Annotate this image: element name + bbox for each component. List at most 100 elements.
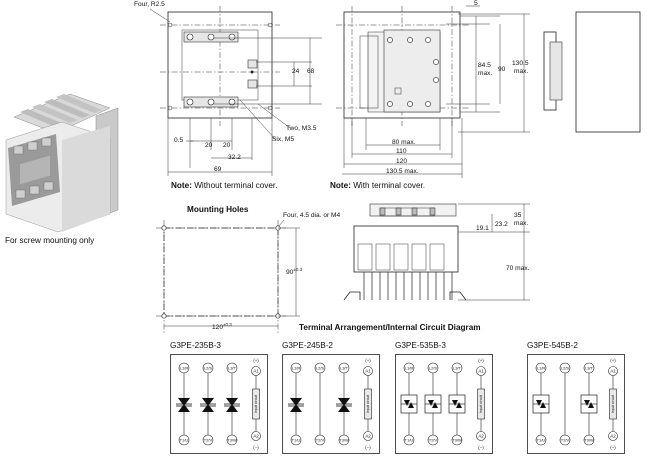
circuit-diagram-1: L1/RT1/UL2/ST2/VL3/TT3/W(+)A1A2(−)Input … (170, 354, 268, 454)
switch-element (580, 394, 598, 414)
dim-20-left: 20 (205, 142, 213, 149)
triac-down (202, 404, 214, 412)
terminal-bottom-label: T2/V (561, 438, 570, 443)
dim-110: 110 (396, 148, 407, 155)
switch-element (400, 394, 418, 414)
mounting-dim-120-tol: ±0.3 (223, 322, 232, 327)
terminal-bottom-label: T3/W (584, 438, 594, 443)
terminal-section-title: Terminal Arrangement/Internal Circuit Di… (299, 323, 481, 332)
triac-down (338, 404, 350, 412)
switch-element (448, 394, 466, 414)
circuit-diagram-4: L1/RT1/UL2/ST2/VL3/TT3/W(+)A1A2(−)Input … (527, 354, 625, 454)
input-circuit-box (364, 388, 372, 420)
terminal-top-label: L2/S (204, 366, 213, 371)
input-plus-label: (+) (478, 358, 484, 363)
terminal-bottom-label: T1/U (180, 438, 189, 443)
triac-down (290, 404, 302, 412)
dim-84-5: 84.5 (478, 62, 491, 69)
scr-b (588, 402, 594, 408)
input-circuit-box (477, 388, 485, 420)
dim-84-5-max: max. (478, 70, 493, 77)
dim-19-1: 19.1 (476, 225, 489, 232)
input-minus-label: (−) (253, 445, 259, 450)
note-label: Note: (330, 181, 351, 190)
input-plus-label: (+) (365, 358, 371, 363)
scr-b (408, 402, 414, 408)
dim-20-right: 20 (223, 142, 231, 149)
note-text: Without terminal cover. (191, 181, 278, 190)
terminal-bottom-label: T1/U (537, 438, 546, 443)
triac-down (226, 404, 238, 412)
dim-32-2: 32.2 (228, 154, 241, 161)
input-circuit-box (252, 388, 260, 420)
triac-up (202, 398, 214, 406)
scr-a (452, 400, 458, 406)
six-m5-label: Six, M5 (272, 136, 294, 143)
terminal-a1-label: A1 (610, 369, 616, 374)
cover-view-note: Note: With terminal cover. (330, 181, 425, 190)
product-caption: For screw mounting only (5, 236, 95, 245)
terminal-top-label: L3/T (453, 366, 462, 371)
mounting-dim-90: 90±0.3 (286, 267, 302, 276)
scr-a (536, 400, 542, 406)
terminal-top-label: L2/S (316, 366, 325, 371)
terminal-a2-label: A2 (610, 434, 616, 439)
triac-up (226, 398, 238, 406)
input-circuit-label: Input circuit (611, 395, 615, 413)
terminal-bottom-label: T3/W (227, 438, 237, 443)
dim-130-5-max: 130.5 max. (386, 168, 419, 175)
four-r25-label: Four, R2.5 (134, 1, 165, 8)
terminal-a1-label: A1 (365, 369, 371, 374)
terminal-a1-label: A1 (478, 369, 484, 374)
terminal-bottom-label: T2/V (316, 438, 325, 443)
terminal-top-label: L2/S (561, 366, 570, 371)
input-minus-label: (−) (478, 445, 484, 450)
scr-b (456, 402, 462, 408)
dim-24: 24 (292, 68, 300, 75)
dim-90: 90 (498, 66, 506, 73)
terminal-top-label: L1/R (180, 366, 189, 371)
scr-a (428, 400, 434, 406)
input-plus-label: (+) (610, 358, 616, 363)
dim-35: 35 (514, 212, 522, 219)
terminal-bottom-label: T3/W (452, 438, 462, 443)
mounting-holes-title: Mounting Holes (187, 205, 249, 214)
switch-element (224, 398, 240, 412)
dim-120: 120 (396, 158, 408, 165)
scr-a (404, 400, 410, 406)
circuit-diagram-3: L1/RT1/UL2/ST2/VL3/TT3/W(+)A1A2(−)Input … (395, 354, 493, 454)
mounting-dim-120-value: 120 (212, 324, 224, 332)
dim-130-5-vertical-max: max. (514, 68, 529, 75)
circuit-model-2: G3PE-245B-2 (282, 341, 333, 350)
note-text: With terminal cover. (350, 181, 426, 190)
triac-up (178, 398, 190, 406)
terminal-a1-label: A1 (253, 369, 259, 374)
dim-35-max: max. (514, 220, 529, 227)
dim-68: 68 (307, 68, 315, 75)
circuit-model-4: G3PE-545B-2 (527, 341, 578, 350)
dim-80-max: 80 max. (392, 139, 416, 146)
terminal-top-label: L2/S (429, 366, 438, 371)
terminal-a2-label: A2 (253, 434, 259, 439)
circuit-model-3: G3PE-535B-3 (395, 341, 446, 350)
heat-sink-fins (13, 93, 111, 134)
input-circuit-label: Input circuit (254, 395, 258, 413)
mounting-dim-90-tol: ±0.3 (293, 267, 303, 272)
terminal-top-label: L3/T (228, 366, 237, 371)
dim-70-max: 70 max. (506, 265, 530, 272)
mounting-dim-90-value: 90 (286, 269, 294, 277)
terminal-bottom-label: T2/V (204, 438, 213, 443)
terminal-top-label: L1/R (405, 366, 414, 371)
terminal-bottom-label: T1/U (292, 438, 301, 443)
dim-69: 69 (214, 166, 222, 173)
scr-b (540, 402, 546, 408)
mounting-dim-120: 120±0.3 (212, 322, 232, 331)
input-circuit-label: Input circuit (366, 395, 370, 413)
switch-element (288, 398, 304, 412)
switch-element (336, 398, 352, 412)
